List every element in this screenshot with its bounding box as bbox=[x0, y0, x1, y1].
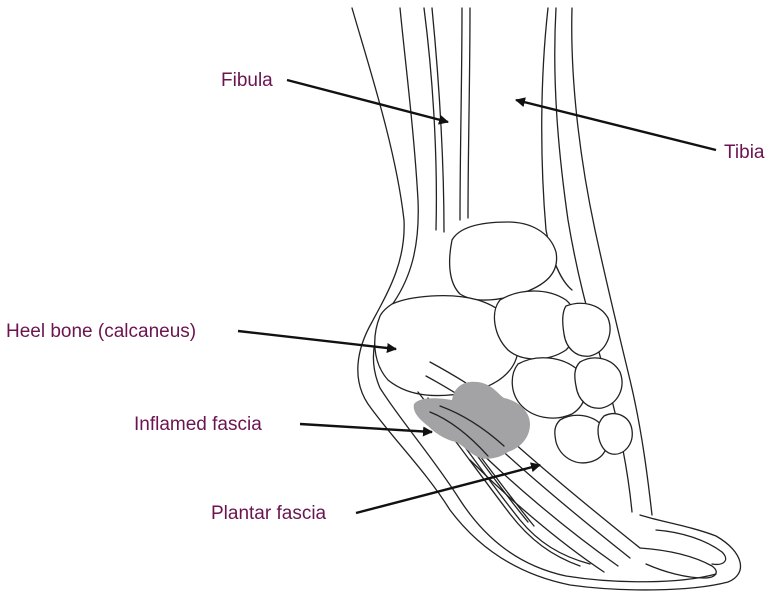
heel-bone-arrow bbox=[238, 331, 396, 349]
talus-bone bbox=[450, 222, 557, 300]
toe-1 bbox=[640, 548, 716, 578]
inflamed-fascia-label: Inflamed fascia bbox=[134, 415, 262, 434]
cuneiform-bone-1 bbox=[563, 303, 610, 356]
small-bone-4 bbox=[598, 414, 632, 455]
fibula-arrow bbox=[287, 80, 448, 122]
tibia-shaft bbox=[460, 8, 462, 220]
cuneiform-bone-2 bbox=[575, 358, 622, 408]
fibula-label: Fibula bbox=[221, 71, 273, 90]
heel-bone-label: Heel bone (calcaneus) bbox=[6, 322, 196, 341]
tibia-arrow bbox=[516, 100, 716, 150]
plantar-fascia-label: Plantar fascia bbox=[211, 504, 326, 523]
tibia-shaft-inner bbox=[468, 8, 470, 218]
tibia-label: Tibia bbox=[724, 143, 764, 162]
inflamed-fascia-arrow bbox=[300, 424, 432, 432]
